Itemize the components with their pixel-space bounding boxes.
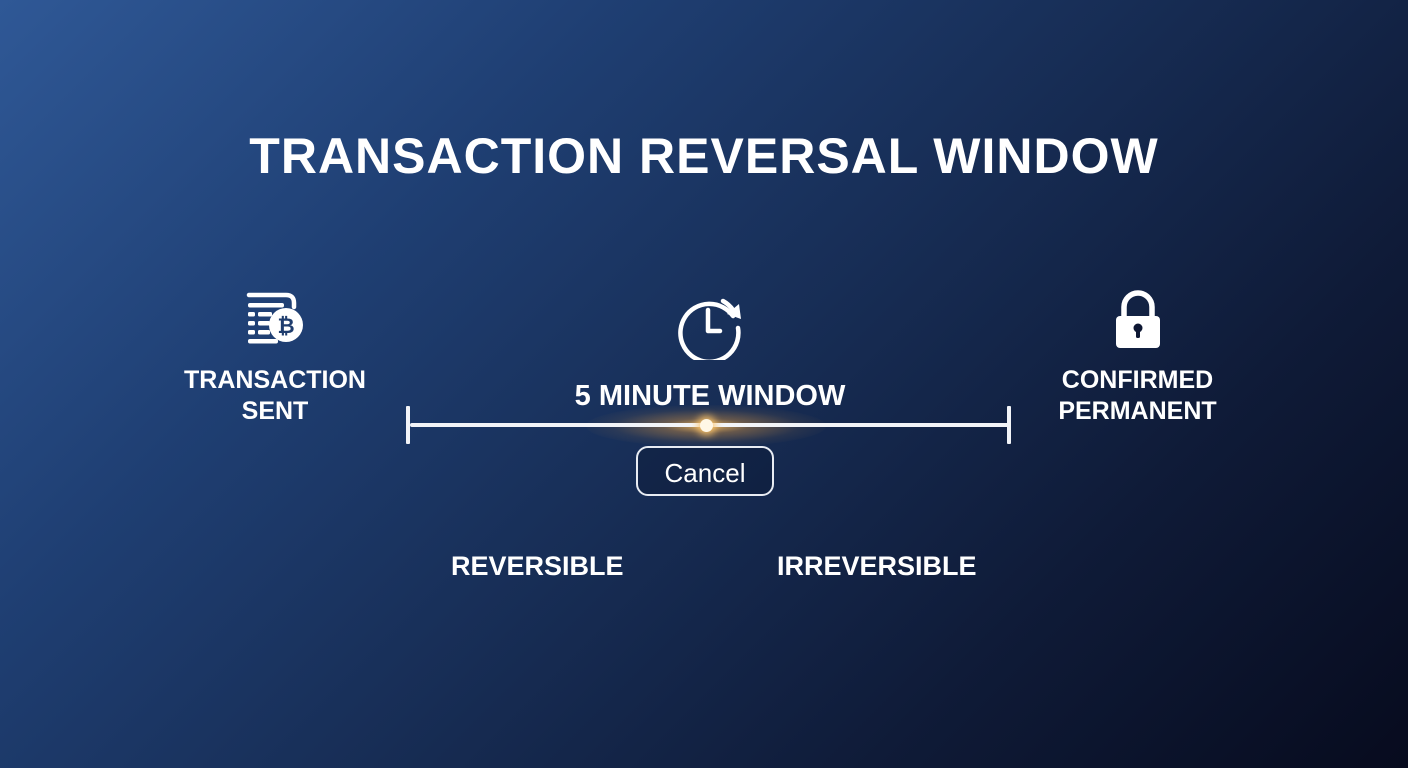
stage-label-line1: TRANSACTION: [184, 366, 366, 394]
stage-label-line2: PERMANENT: [1058, 397, 1217, 425]
stage-label-line1: CONFIRMED: [1061, 366, 1214, 394]
irreversible-phase-label: IRREVERSIBLE: [777, 551, 977, 581]
timeline-progress-marker: [700, 419, 713, 432]
stage-label-line2: SENT: [241, 397, 309, 425]
svg-text:₿: ₿: [277, 314, 294, 338]
page-title: TRANSACTION REVERSAL WINDOW: [249, 128, 1159, 184]
clock-refresh-icon: [675, 290, 745, 365]
stage-confirmed-permanent-label: CONFIRMED PERMANENT: [1030, 365, 1245, 427]
reversible-phase-label: REVERSIBLE: [451, 551, 624, 581]
timeline-start-tick: [406, 406, 410, 444]
padlock-icon: [1105, 287, 1175, 357]
cancel-button[interactable]: Cancel: [636, 446, 774, 496]
stage-transaction-sent-label: TRANSACTION SENT: [160, 365, 390, 427]
bitcoin-ledger-icon: ₿: [240, 287, 310, 357]
timeline-end-tick: [1007, 406, 1011, 444]
